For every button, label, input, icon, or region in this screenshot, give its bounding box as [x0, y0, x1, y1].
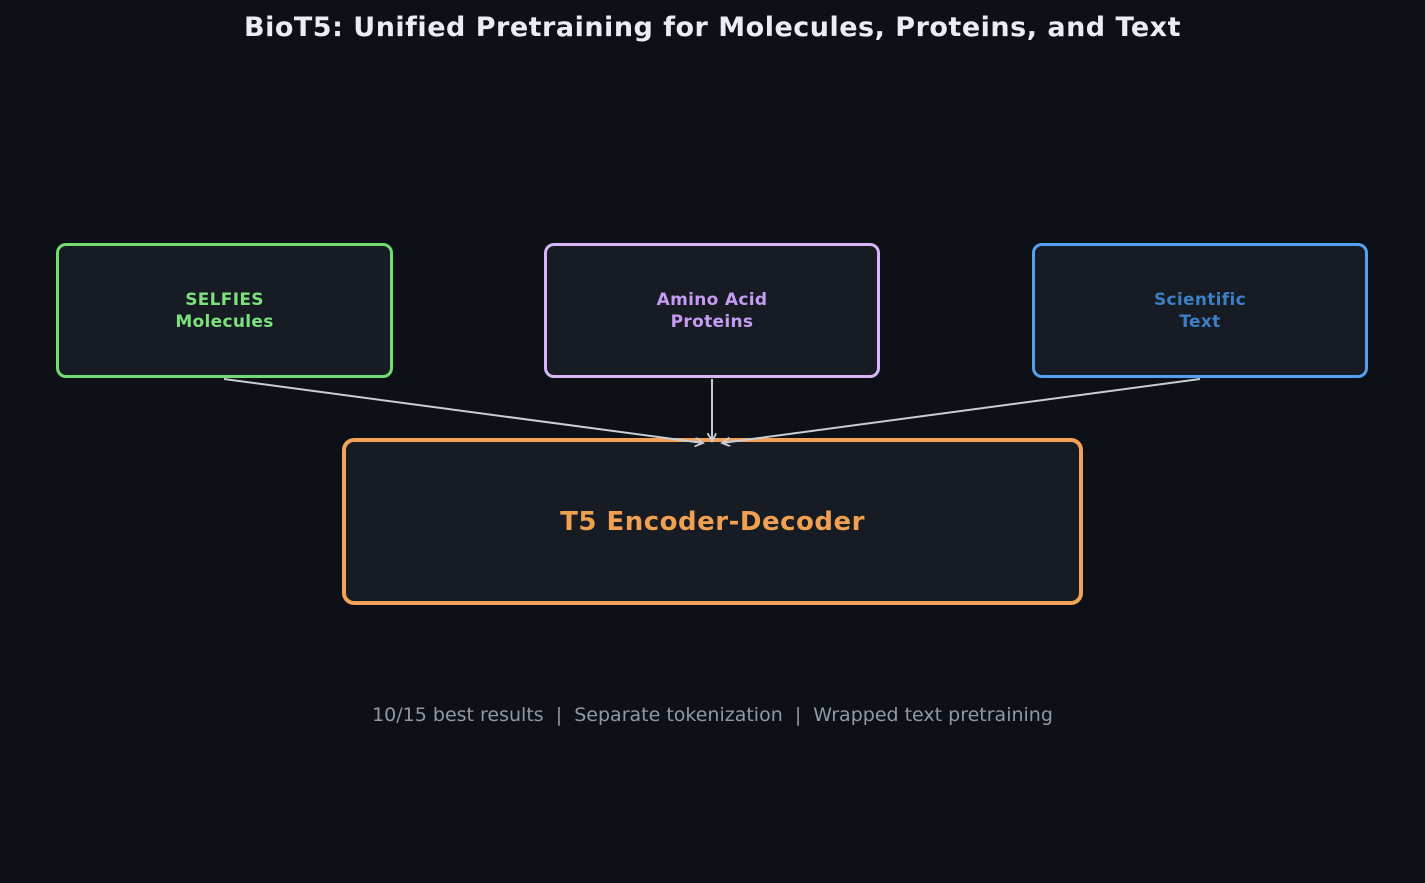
- footer-caption: 10/15 best results | Separate tokenizati…: [372, 704, 1053, 726]
- node-amino-label-line1: Amino Acid: [656, 289, 768, 310]
- node-scientific-label-line1: Scientific: [1153, 289, 1247, 310]
- node-amino-label: Amino Acid Proteins: [657, 289, 768, 333]
- arrow-selfies-to-t5: [223, 378, 703, 443]
- node-scientific-label-line2: Text: [1179, 311, 1221, 332]
- node-scientific-label: Scientific Text: [1154, 289, 1246, 333]
- node-amino-acid-proteins: Amino Acid Proteins: [544, 243, 880, 378]
- node-selfies-molecules: SELFIES Molecules: [56, 243, 393, 378]
- node-selfies-label: SELFIES Molecules: [175, 289, 273, 333]
- node-t5-encoder-decoder: T5 Encoder-Decoder: [342, 438, 1083, 605]
- arrow-scientific-to-t5: [722, 378, 1201, 443]
- node-t5-label: T5 Encoder-Decoder: [560, 506, 865, 537]
- page-title: BioT5: Unified Pretraining for Molecules…: [244, 12, 1181, 43]
- node-selfies-label-line1: SELFIES: [185, 289, 264, 310]
- node-selfies-label-line2: Molecules: [175, 311, 274, 332]
- node-scientific-text: Scientific Text: [1032, 243, 1368, 378]
- node-amino-label-line2: Proteins: [670, 311, 754, 332]
